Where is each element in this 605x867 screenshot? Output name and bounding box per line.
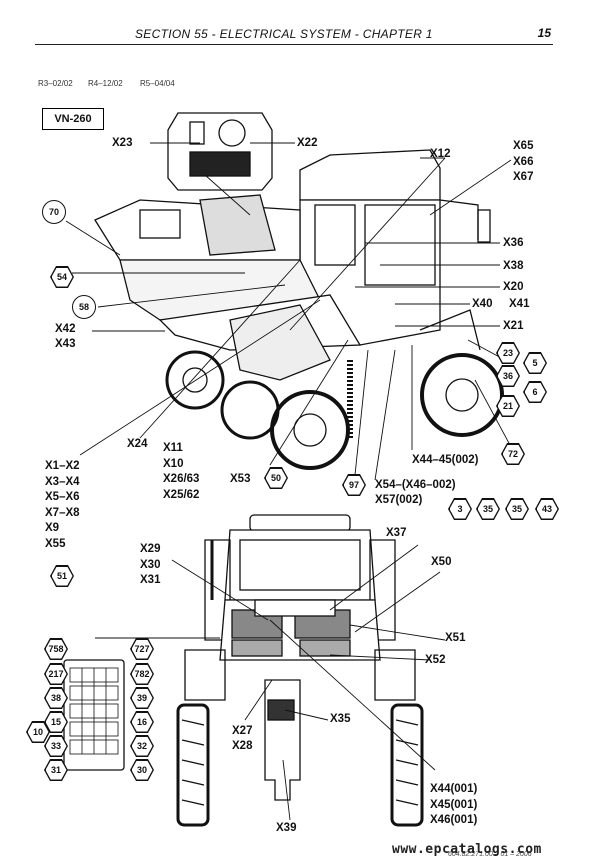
connector-label: X57(002) <box>375 494 423 506</box>
revision-note: R3–02/02 <box>38 79 73 88</box>
callout-hex: 23 <box>496 342 520 364</box>
callout-hex: 35 <box>505 498 529 520</box>
callout-hex: 217 <box>44 663 68 685</box>
connector-label: X42 <box>55 323 76 335</box>
callout-hex: 6 <box>523 381 547 403</box>
callout-hex: 5 <box>523 352 547 374</box>
connector-label: X53 <box>230 473 251 485</box>
revision-note: R5–04/04 <box>140 79 175 88</box>
connector-label: X37 <box>386 527 407 539</box>
callout-circle: 70 <box>42 200 66 224</box>
connector-label: X27 <box>232 725 253 737</box>
connector-label: X24 <box>127 438 148 450</box>
connector-label: X28 <box>232 740 253 752</box>
connector-label: X35 <box>330 713 351 725</box>
callout-circle: 58 <box>72 295 96 319</box>
document-code: 604.82.271.00 – 01 – 2006 <box>448 851 532 858</box>
callout-hex: 33 <box>44 735 68 757</box>
callout-hex: 38 <box>44 687 68 709</box>
callout-hex: 54 <box>50 266 74 288</box>
callout-hex: 51 <box>50 565 74 587</box>
callout-hex: 43 <box>535 498 559 520</box>
connector-label: X51 <box>445 632 466 644</box>
page-header: SECTION 55 - ELECTRICAL SYSTEM - CHAPTER… <box>35 24 553 45</box>
callout-hex: 35 <box>476 498 500 520</box>
connector-label: X21 <box>503 320 524 332</box>
callout-hex: 782 <box>130 663 154 685</box>
connector-label: X44–45(002) <box>412 454 479 466</box>
callout-hex: 50 <box>264 467 288 489</box>
connector-label: X38 <box>503 260 524 272</box>
connector-label: X23 <box>112 137 133 149</box>
callout-hex: 758 <box>44 638 68 660</box>
connector-label: X40 <box>472 298 493 310</box>
connector-label: X54–(X46–002) <box>375 479 456 491</box>
connector-label: X43 <box>55 338 76 350</box>
callout-hex: 21 <box>496 395 520 417</box>
callout-hex: 32 <box>130 735 154 757</box>
connector-label: X52 <box>425 654 446 666</box>
model-box: VN-260 <box>42 108 104 130</box>
callout-hex: 36 <box>496 365 520 387</box>
callout-hex: 97 <box>342 474 366 496</box>
callout-hex: 10 <box>26 721 50 743</box>
callout-hex: 727 <box>130 638 154 660</box>
connector-label: X22 <box>297 137 318 149</box>
connector-label: X39 <box>276 822 297 834</box>
connector-label: X41 <box>509 298 530 310</box>
callout-hex: 72 <box>501 443 525 465</box>
connector-label-group: X44(001)X45(001)X46(001) <box>430 783 478 826</box>
callout-hex: 30 <box>130 759 154 781</box>
callout-hex: 16 <box>130 711 154 733</box>
connector-label: X50 <box>431 556 452 568</box>
revision-note: R4–12/02 <box>88 79 123 88</box>
connector-label: X20 <box>503 281 524 293</box>
connector-label: X12 <box>430 148 451 160</box>
connector-label: X36 <box>503 237 524 249</box>
section-title: SECTION 55 - ELECTRICAL SYSTEM - CHAPTER… <box>135 27 433 41</box>
callout-hex: 3 <box>448 498 472 520</box>
inset-detail-frame <box>167 112 273 191</box>
callout-hex: 39 <box>130 687 154 709</box>
page-number: 15 <box>537 26 551 40</box>
callout-hex: 15 <box>44 711 68 733</box>
callout-hex: 31 <box>44 759 68 781</box>
watermark: www.epcatalogs.com <box>392 842 542 857</box>
